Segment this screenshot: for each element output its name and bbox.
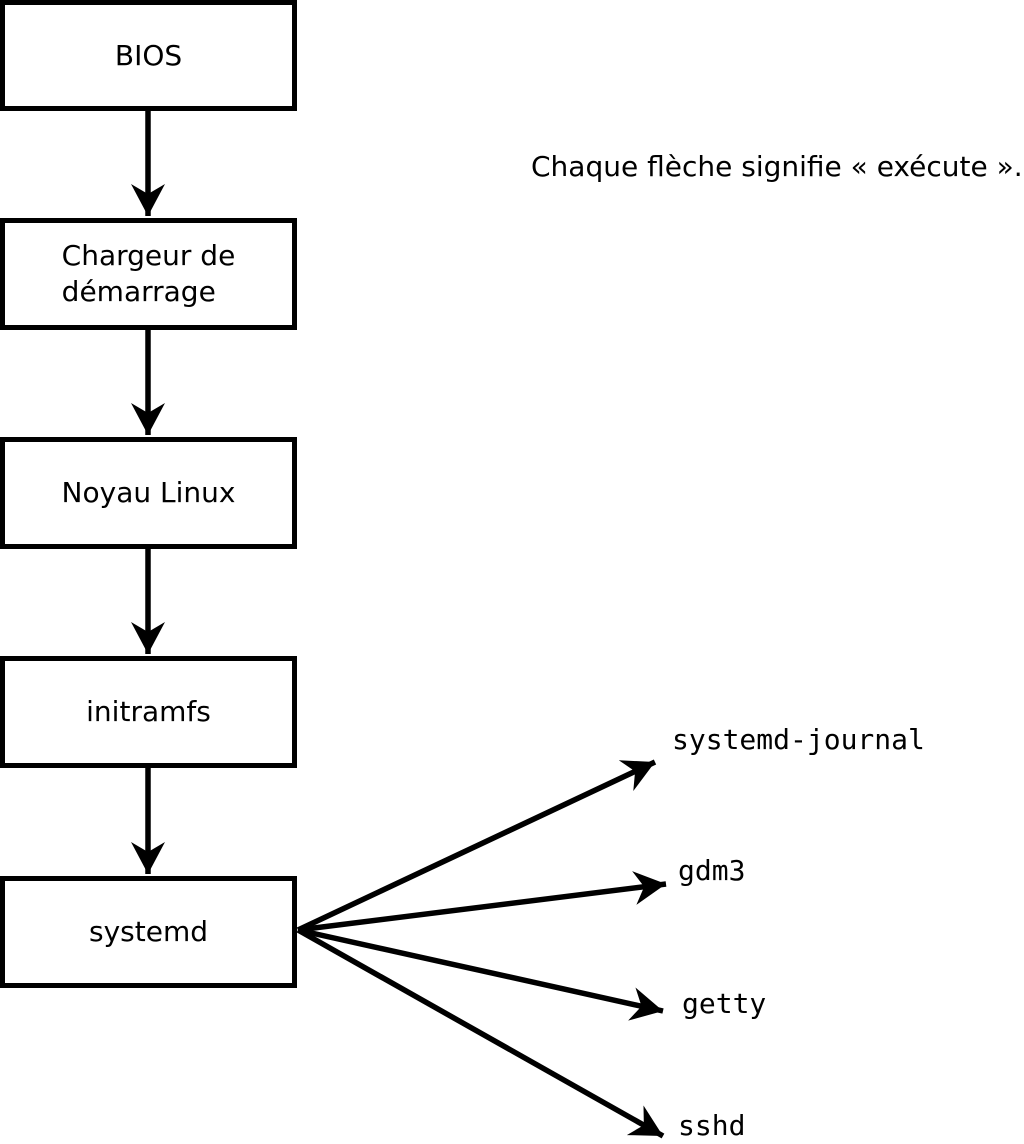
- process-label-systemd-journal: systemd-journal: [672, 723, 925, 756]
- box-kernel-label: Noyau Linux: [61, 476, 236, 509]
- box-initramfs-label: initramfs: [86, 695, 211, 728]
- box-bootloader-label: Chargeur de démarrage: [61, 239, 236, 308]
- arrow-systemd-to-systemd-journal: [296, 759, 657, 933]
- arrow-systemd-to-sshd: [296, 927, 665, 1139]
- box-initramfs: initramfs: [0, 656, 297, 768]
- process-label-getty: getty: [682, 987, 767, 1020]
- box-systemd-label: systemd: [89, 915, 208, 948]
- arrow-systemd-to-gdm3: [297, 871, 667, 933]
- process-label-sshd: sshd: [678, 1109, 746, 1142]
- arrow-systemd-to-getty: [297, 927, 664, 1021]
- box-bootloader: Chargeur de démarrage: [0, 218, 297, 330]
- box-bios: BIOS: [0, 0, 297, 111]
- box-kernel: Noyau Linux: [0, 437, 297, 549]
- box-systemd: systemd: [0, 876, 297, 988]
- box-bios-label: BIOS: [114, 38, 183, 72]
- process-label-gdm3: gdm3: [678, 854, 746, 887]
- legend-note: Chaque flèche signifie « exécute ».: [531, 150, 1023, 183]
